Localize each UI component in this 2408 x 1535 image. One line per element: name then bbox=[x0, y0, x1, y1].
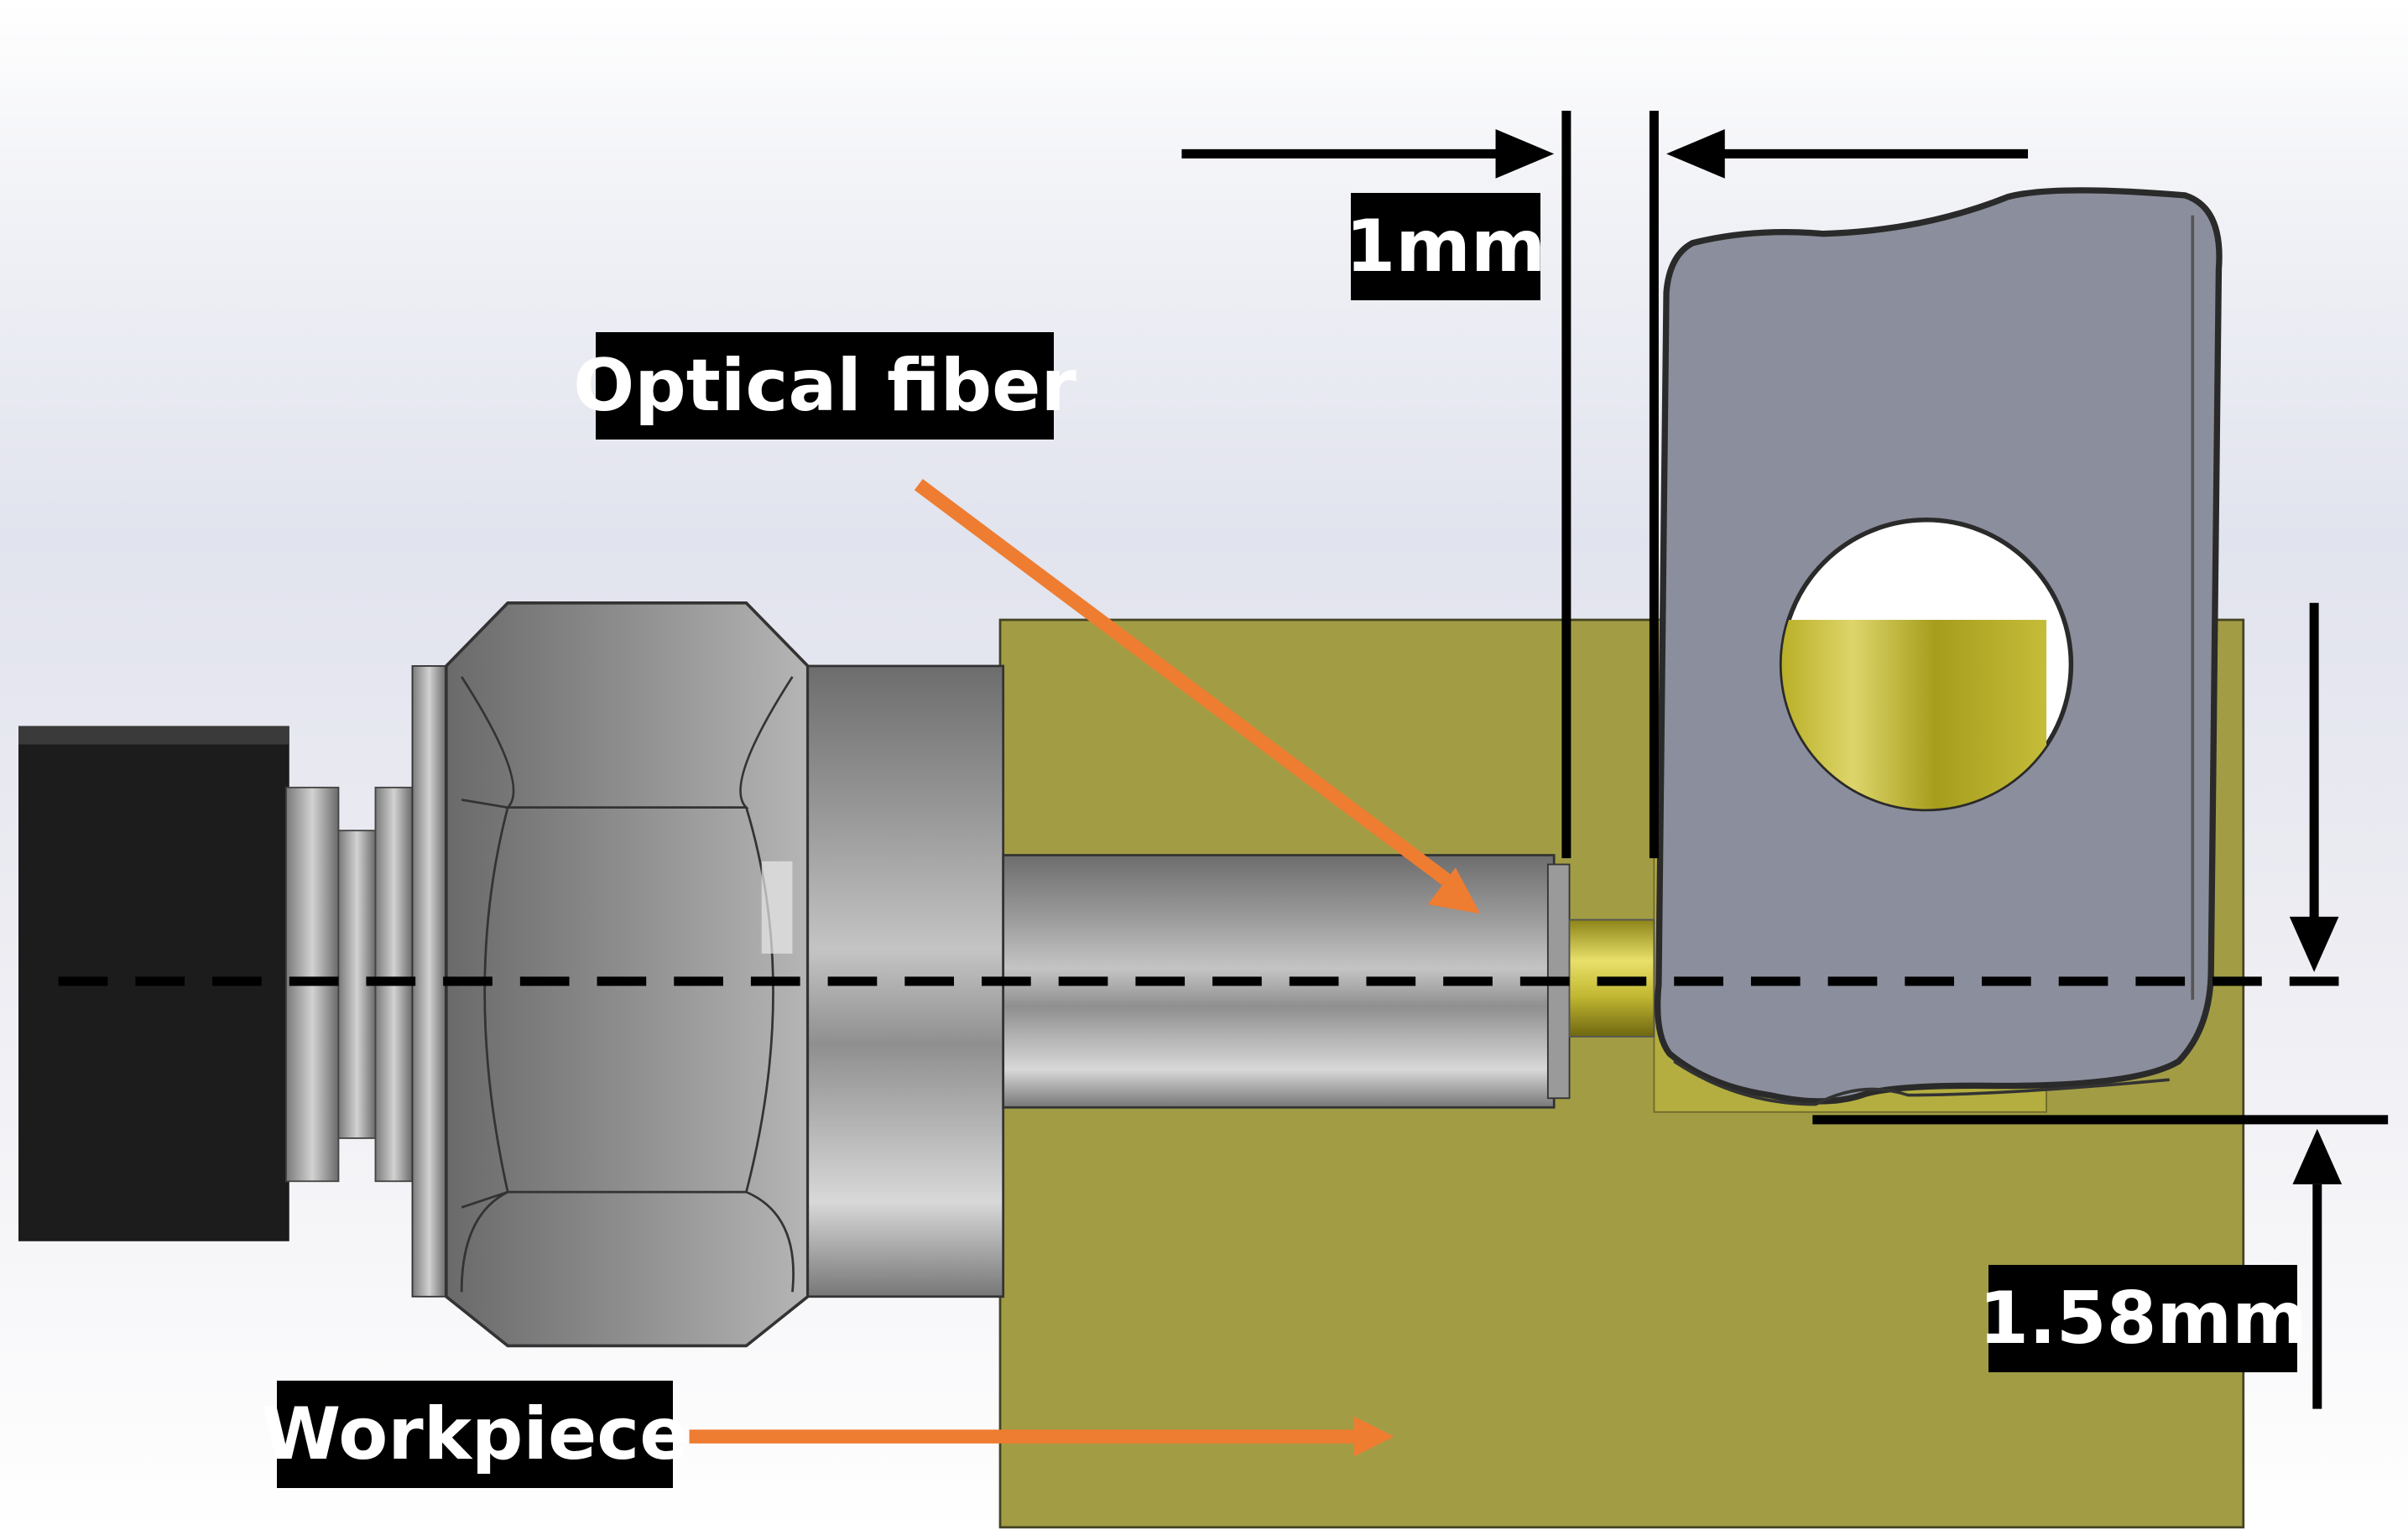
insert-edge-detail bbox=[1673, 1059, 2170, 1106]
hex-nut-highlight bbox=[761, 861, 793, 954]
gap-arrowhead bbox=[1666, 129, 1725, 179]
hex-nut-facet bbox=[461, 676, 794, 809]
height-dimension-label: 1.58mm bbox=[1978, 1265, 2307, 1372]
hex-nut bbox=[444, 601, 810, 1348]
workpiece-label: Workpiece bbox=[261, 1381, 689, 1488]
cable-highlight bbox=[18, 726, 289, 745]
gap-arrowhead bbox=[1495, 129, 1555, 179]
workpiece-pointer-head bbox=[1353, 1416, 1394, 1457]
connector-washer bbox=[411, 665, 447, 1298]
hex-nut-facet bbox=[460, 1190, 795, 1293]
hex-nut-facet bbox=[745, 807, 774, 1193]
gap-dimension-label: 1mm bbox=[1345, 193, 1546, 300]
optical-fiber-label: Optical fiber bbox=[573, 332, 1076, 440]
hex-nut-facet bbox=[461, 799, 509, 1209]
optical-fiber-pointer-head bbox=[1427, 867, 1481, 914]
optical-fiber-pointer bbox=[914, 479, 1451, 886]
height-arrowhead bbox=[2289, 916, 2339, 972]
height-arrowhead bbox=[2292, 1128, 2343, 1184]
